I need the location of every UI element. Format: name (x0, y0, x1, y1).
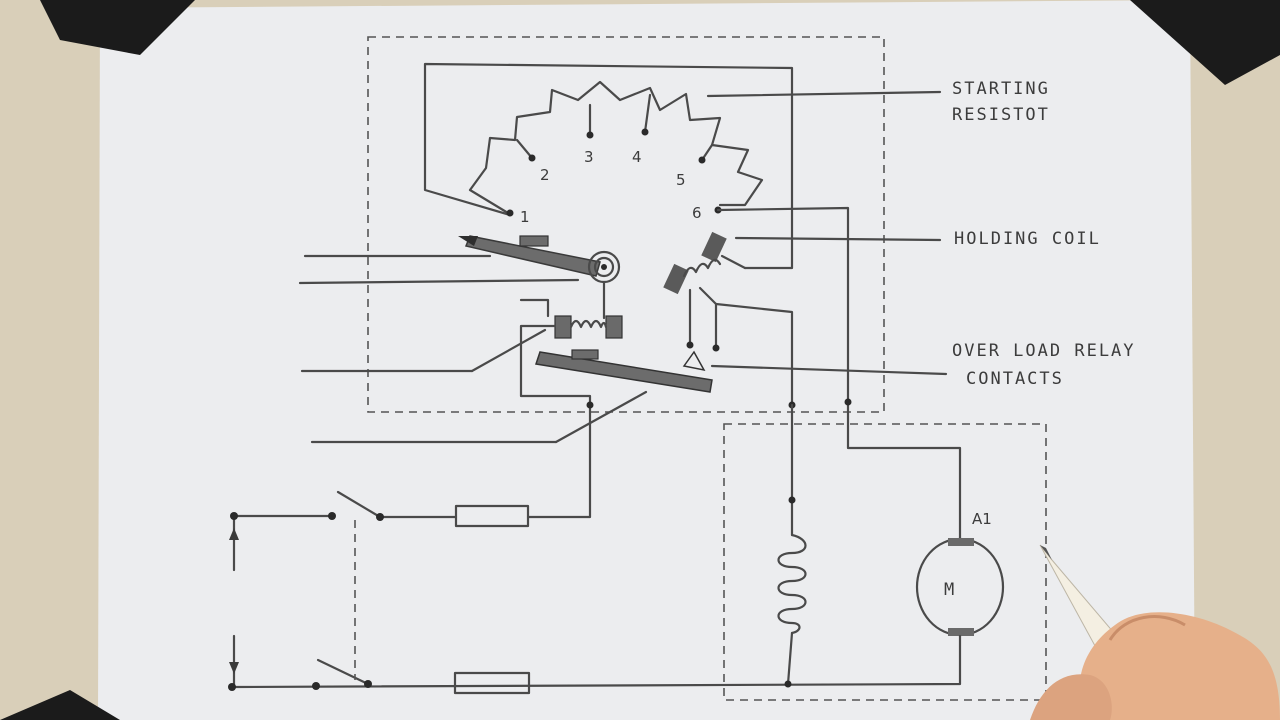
overload-relay-coil (554, 315, 623, 339)
starting-resistor-label-1: STARTING (952, 79, 1050, 99)
holding-coil-label: HOLDING COIL (954, 229, 1101, 249)
pointer-lines (298, 90, 948, 444)
terminal-dots (228, 401, 792, 691)
stud-label-5: 5 (676, 171, 686, 189)
stud-label-2: 2 (540, 166, 550, 184)
junction-dot (788, 496, 796, 504)
stud-label-1: 1 (520, 208, 530, 226)
return-wire (232, 634, 962, 689)
stud-1 (506, 209, 514, 217)
stud-4 (641, 128, 649, 136)
stud-5 (698, 156, 706, 164)
holding-coil (663, 231, 747, 295)
switch-icon[interactable] (316, 658, 370, 686)
armature-wire (716, 206, 962, 542)
stud-3 (586, 131, 594, 139)
field-wire-bottom (786, 631, 794, 686)
stud-2 (528, 154, 536, 162)
starting-resistor-label-2: RESISTOT (952, 105, 1050, 125)
tape-corner-icon (0, 690, 120, 720)
overload-relay-label-2: CONTACTS (966, 369, 1064, 389)
paper-sheet (98, 0, 1195, 720)
stud-label-6: 6 (692, 204, 702, 222)
starter-enclosure (367, 36, 885, 413)
overload-wire-top (519, 298, 550, 318)
supply-line-top-3 (526, 403, 592, 519)
coil-icon (777, 533, 807, 635)
hand-icon (1030, 612, 1280, 720)
arrow-down-icon (229, 662, 239, 674)
starting-resistor (468, 80, 764, 215)
junction-dot (844, 398, 852, 406)
starter-arm[interactable] (458, 235, 601, 277)
switch-icon[interactable] (336, 490, 382, 519)
holding-coil-lead-3 (714, 302, 794, 407)
overload-wire (519, 324, 592, 407)
terminal-dot (686, 341, 694, 349)
tape-corner-icon (1130, 0, 1280, 85)
motor-label: M (944, 580, 956, 600)
armature-terminal-label: A1 (972, 510, 992, 528)
stud-label-3: 3 (584, 148, 594, 166)
motor-enclosure (723, 423, 1047, 701)
terminal-dot (712, 344, 720, 352)
fuse-icon (453, 671, 531, 695)
resistor-studs (506, 93, 722, 217)
stud-label-4: 4 (632, 148, 642, 166)
overload-trip-bar (535, 349, 713, 393)
resistor-loop-wire (423, 62, 794, 270)
overload-relay-label-1: OVER LOAD RELAY (952, 341, 1136, 361)
arrow-up-icon (229, 528, 239, 540)
tape-corner-icon (40, 0, 195, 55)
